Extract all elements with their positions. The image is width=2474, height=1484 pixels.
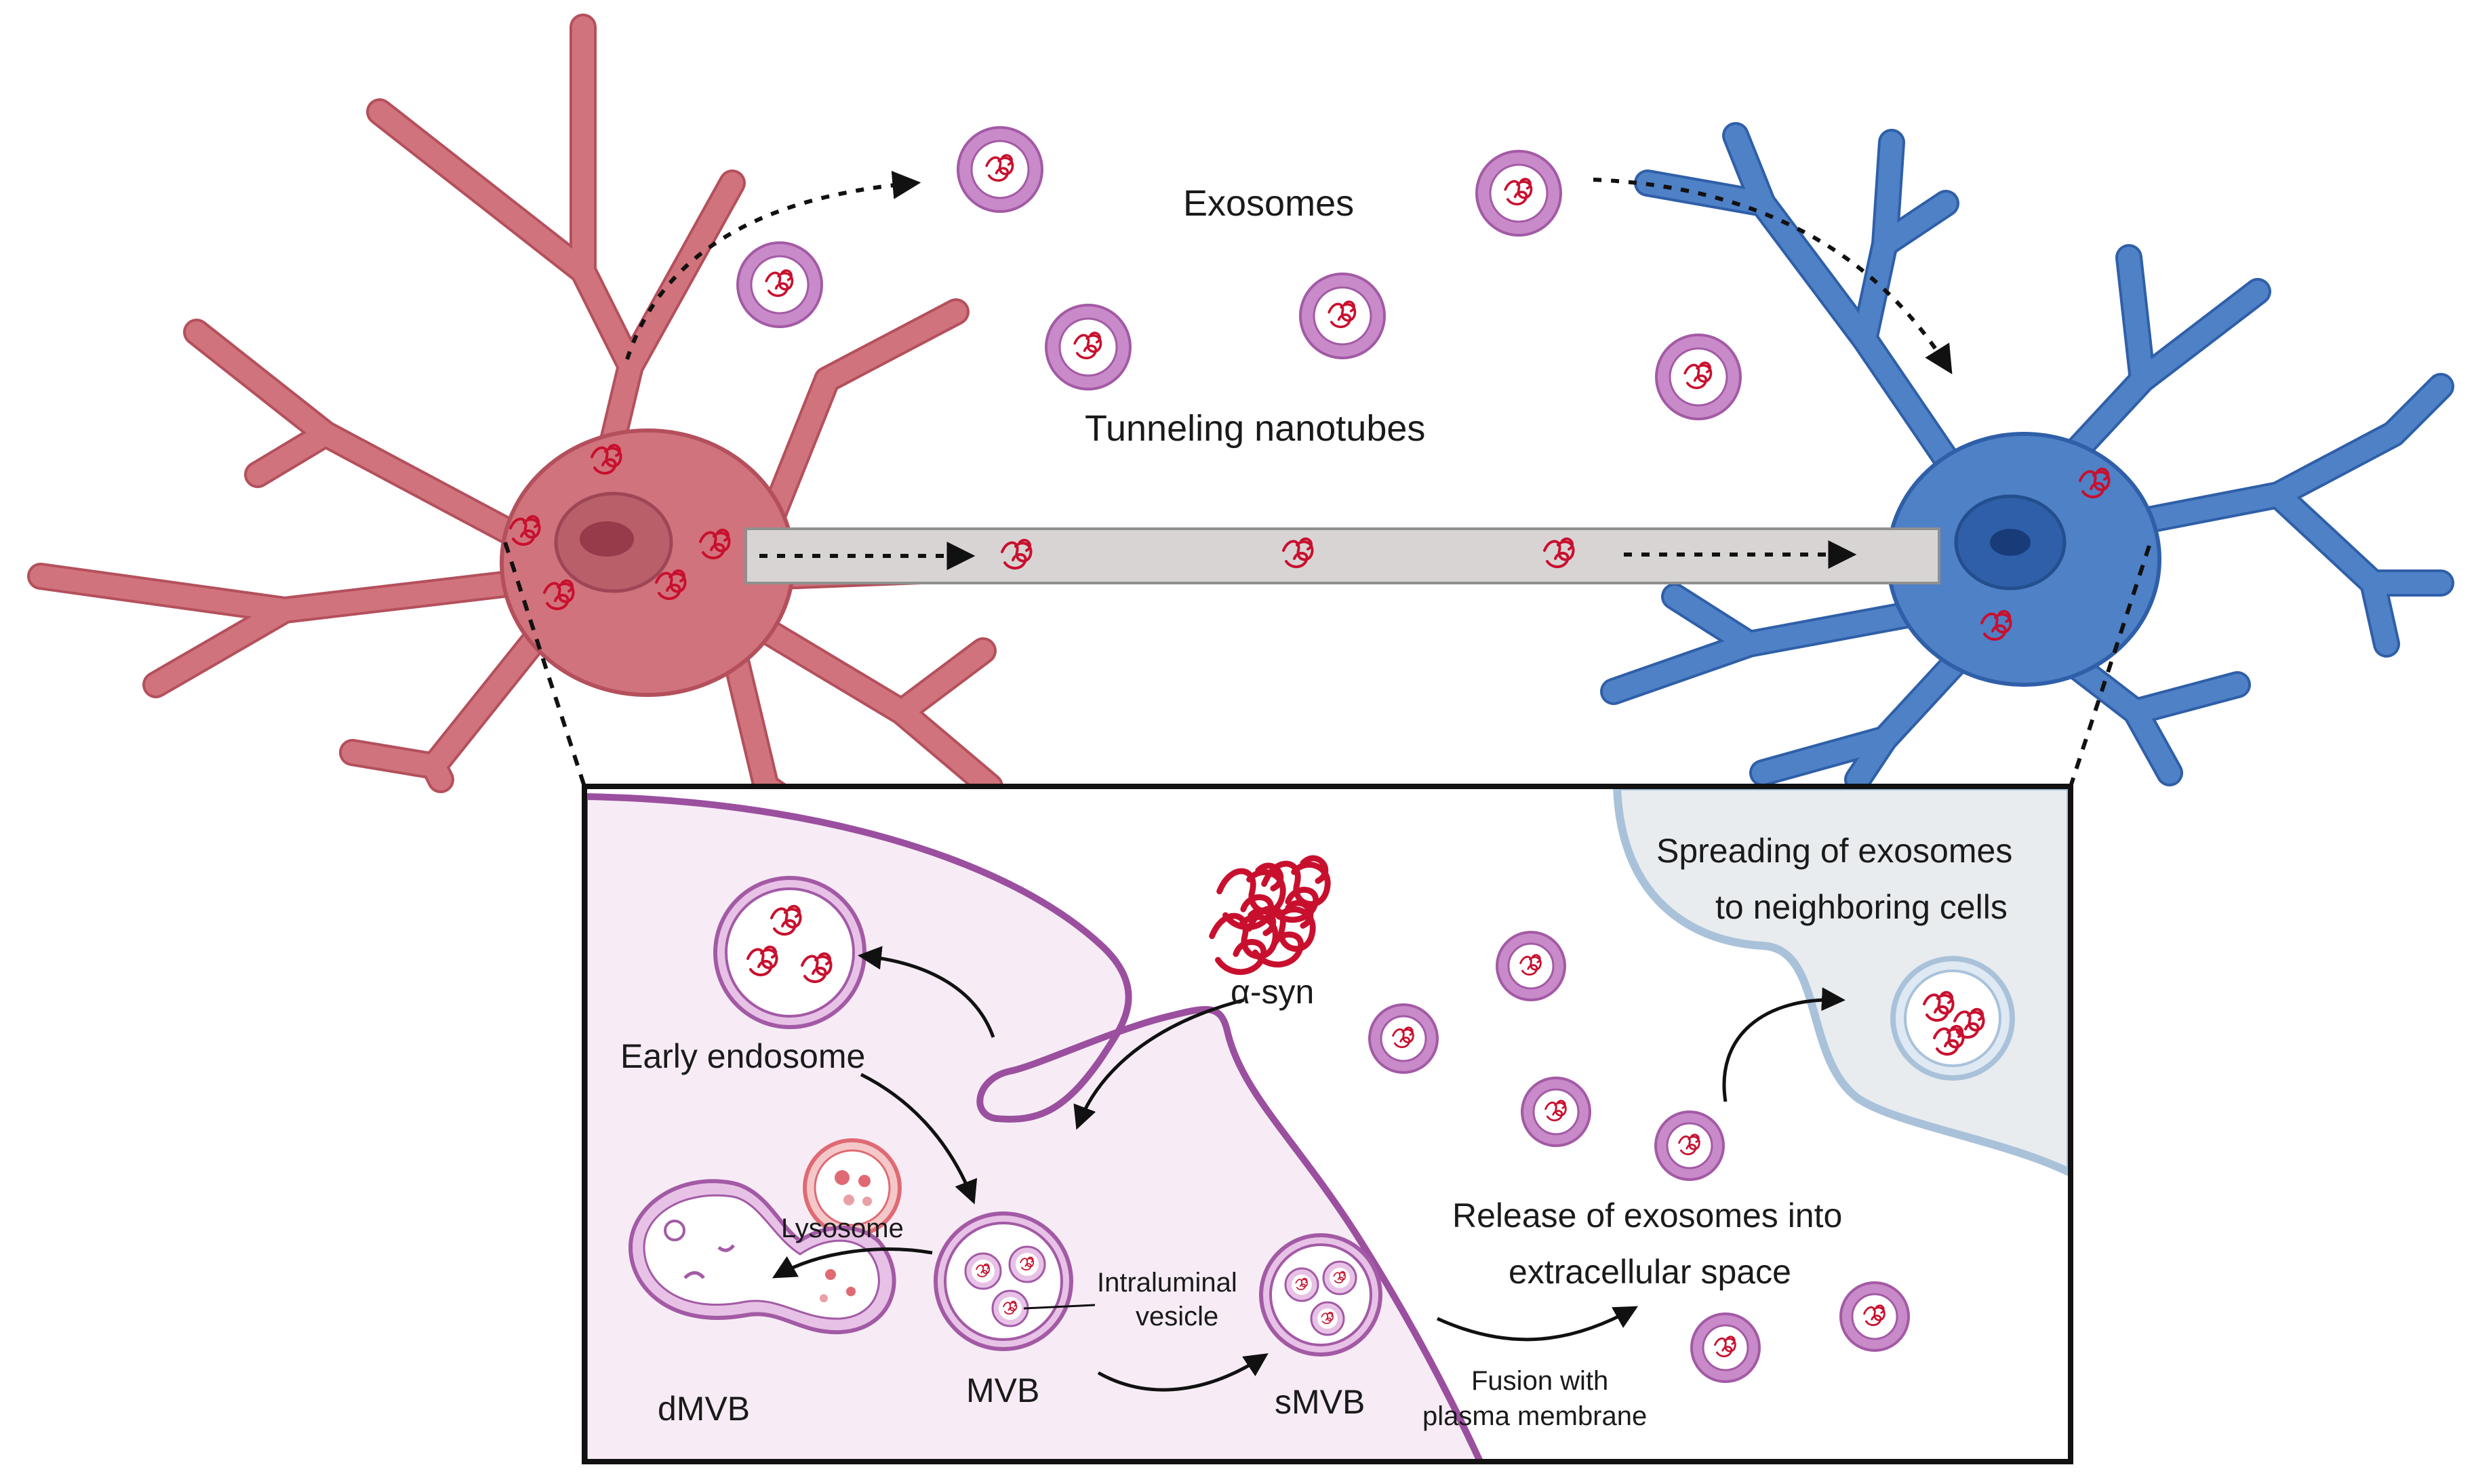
exosome [736,241,823,328]
left-neuron-nucleolus [580,521,634,557]
intraluminal-label-line2: vesicle [1136,1302,1218,1331]
exosome [1045,304,1132,390]
exosome [1654,1110,1725,1181]
exosome [1521,1077,1591,1147]
exosome-uptake-arrow [1593,178,1953,375]
early-endosome-label: Early endosome [620,1037,865,1075]
exosome [957,126,1043,213]
tunneling-nanotubes-label: Tunneling nanotubes [1085,408,1425,449]
asyn-label: α-syn [1231,973,1314,1011]
arrow-mvb-to-dmvb [772,1247,933,1279]
arrow-mvb-to-smvb [1097,1353,1269,1392]
fusion-label-line1: Fusion with [1471,1366,1608,1396]
tunneling-nanotube [744,527,1940,584]
exosome [1839,1281,1910,1352]
left-neuron-dendrites [27,14,1003,847]
inset-panel: Spreading of exosomes to neighboring cel… [582,784,2073,1464]
intraluminal-vesicle [964,1252,1002,1290]
zoom-line-right [2069,545,2151,787]
dmvb [628,1179,896,1335]
arrow-spreading [1722,987,1845,1102]
intraluminal-vesicle [991,1289,1029,1327]
mvb [934,1211,1073,1351]
top-exosomes [736,126,1742,420]
smvb [1259,1233,1382,1357]
exosome [1475,150,1562,237]
lysosome-label: Lysosome [781,1214,904,1243]
neighbor-cell-exosome [1890,956,2015,1081]
exosome [1496,931,1566,1001]
arrow-release [1436,1306,1639,1342]
mvb-label: MVB [966,1371,1039,1409]
release-label-line1: Release of exosomes into [1452,1197,1842,1235]
exosome [1368,1003,1439,1074]
spreading-label-line2: to neighboring cells [1715,888,2008,926]
right-neuron [1600,122,2454,793]
exosome-release-arrow [625,170,921,360]
exosome [1655,334,1742,420]
arrow-to-early-endosome [858,946,995,1038]
spreading-label-line1: Spreading of exosomes [1656,832,2012,870]
arrow-endosome-to-mvb [860,1072,978,1205]
intraluminal-pointer [1023,1304,1096,1310]
intraluminal-vesicle [1008,1245,1046,1283]
arrow-endocytosis [1073,998,1245,1130]
exosome [1299,273,1386,359]
extracellular-exosomes [1368,931,1910,1383]
right-neuron-nucleolus [1990,529,2031,556]
dmvb-label: dMVB [658,1390,750,1428]
lysosome [803,1138,902,1237]
fusion-label-line2: plasma membrane [1422,1401,1647,1431]
release-label-line2: extracellular space [1509,1253,1791,1291]
exosome [1690,1312,1761,1383]
smvb-label: sMVB [1275,1383,1365,1421]
left-neuron [27,14,1003,847]
intraluminal-label-line1: Intraluminal [1097,1268,1237,1298]
zoom-line-left [503,542,586,787]
early-endosome [713,876,866,1029]
exosomes-label: Exosomes [1183,183,1354,224]
